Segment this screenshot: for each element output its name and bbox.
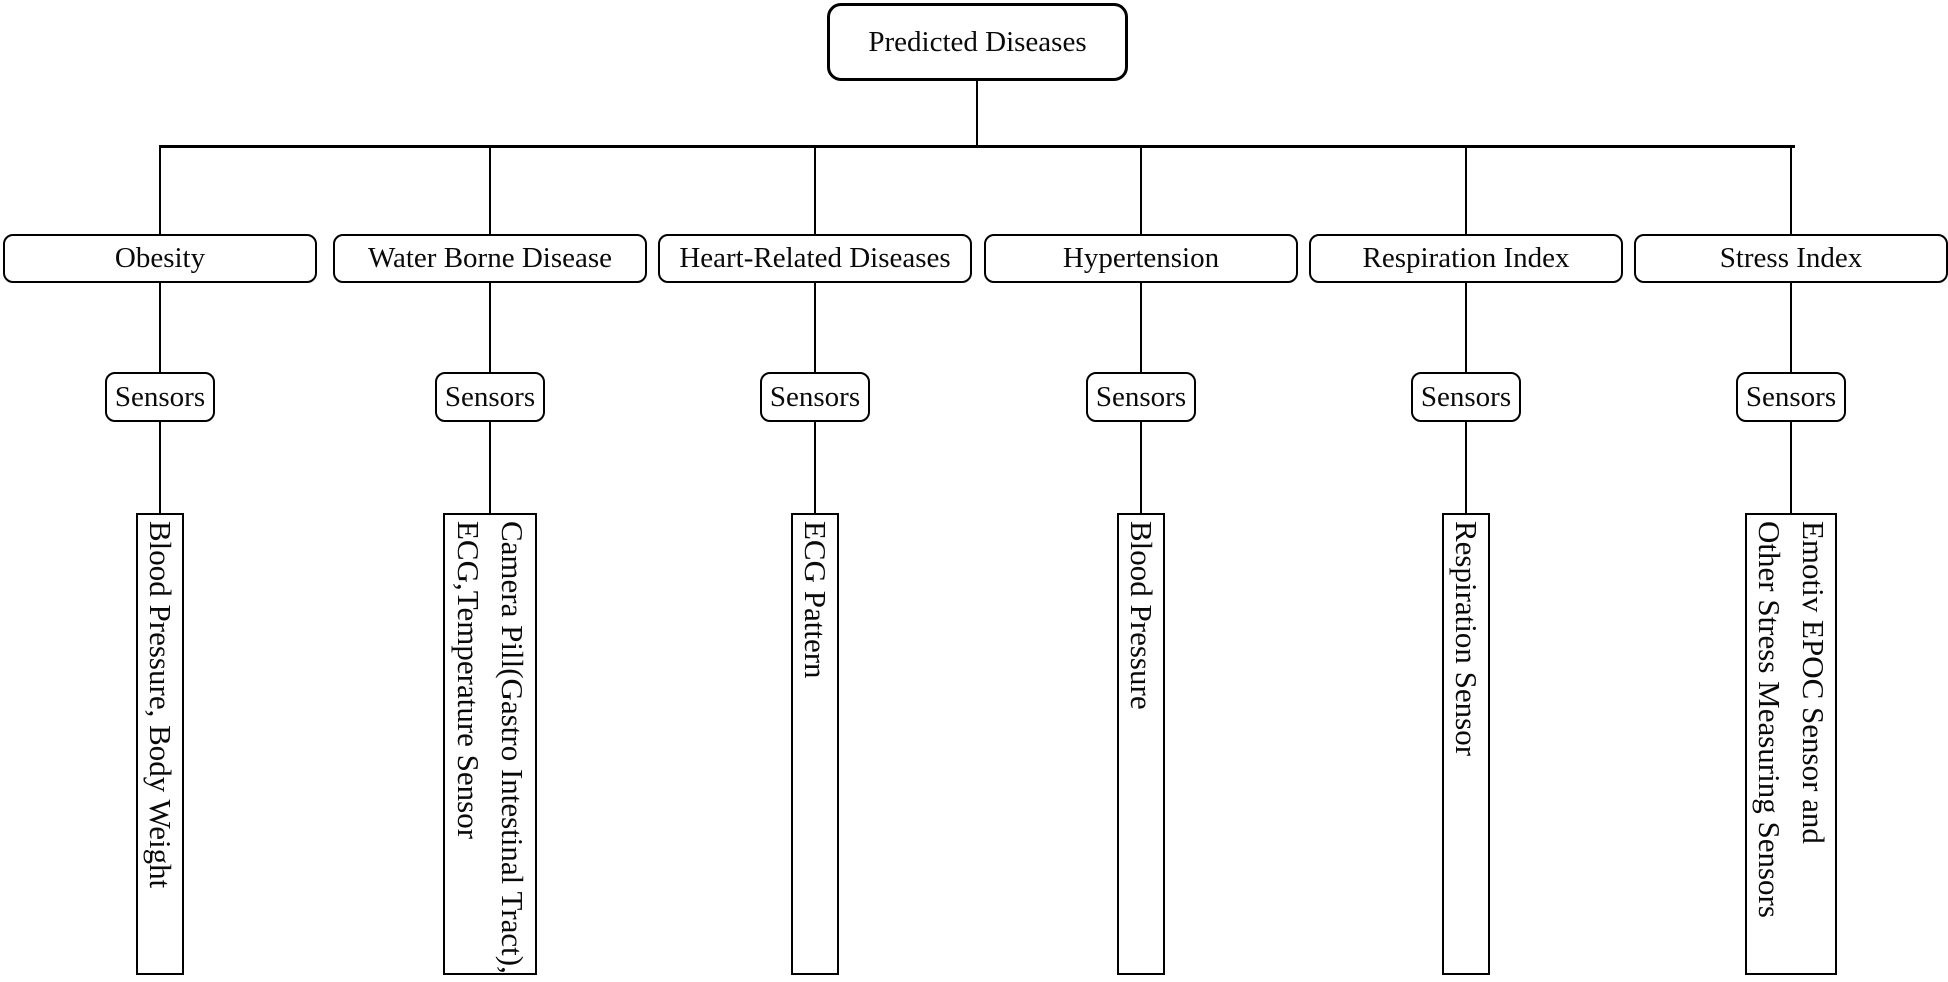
disease-node: Hypertension	[984, 234, 1298, 283]
connector-sensors-to-detail	[1790, 421, 1792, 514]
connector-sensors-to-detail	[159, 421, 161, 514]
connector-bus-to-disease	[1465, 145, 1467, 235]
sensors-label: Sensors	[1745, 380, 1837, 413]
sensor-detail-node: Camera Pill(Gastro Intestinal Tract), EC…	[443, 513, 537, 975]
sensors-node: Sensors	[1411, 372, 1521, 422]
disease-label: Heart-Related Diseases	[679, 242, 951, 274]
connector-bus-to-disease	[1140, 145, 1142, 235]
sensor-detail-node: Blood Pressure, Body Weight	[136, 513, 184, 975]
sensors-node: Sensors	[1086, 372, 1196, 422]
connector-disease-to-sensors	[1790, 282, 1792, 373]
sensor-detail-label: Blood Pressure	[1124, 521, 1159, 710]
connector-disease-to-sensors	[1140, 282, 1142, 373]
sensors-label: Sensors	[769, 380, 861, 413]
sensors-node: Sensors	[1736, 372, 1846, 422]
connector-bus-to-disease	[814, 145, 816, 235]
horizontal-bus-connector	[159, 145, 1795, 148]
sensor-detail-node: Respiration Sensor	[1442, 513, 1490, 975]
disease-label: Water Borne Disease	[367, 242, 613, 274]
disease-label: Obesity	[114, 242, 206, 274]
sensor-detail-label: Camera Pill(Gastro Intestinal Tract), EC…	[451, 521, 530, 974]
sensor-detail-node: Blood Pressure	[1117, 513, 1165, 975]
connector-sensors-to-detail	[814, 421, 816, 514]
disease-label: Stress Index	[1719, 242, 1863, 274]
sensor-detail-node: Emotiv EPOC Sensor and Other Stress Meas…	[1745, 513, 1837, 975]
disease-label: Respiration Index	[1362, 242, 1570, 274]
connector-sensors-to-detail	[1140, 421, 1142, 514]
sensor-detail-label: Blood Pressure, Body Weight	[143, 521, 178, 889]
disease-label: Hypertension	[1062, 242, 1220, 274]
sensors-node: Sensors	[105, 372, 215, 422]
disease-node: Respiration Index	[1309, 234, 1623, 283]
connector-disease-to-sensors	[814, 282, 816, 373]
connector-sensors-to-detail	[489, 421, 491, 514]
sensor-detail-label: Respiration Sensor	[1449, 521, 1484, 757]
connector-bus-to-disease	[1790, 145, 1792, 235]
disease-node: Heart-Related Diseases	[658, 234, 972, 283]
root-stem-connector	[976, 81, 978, 146]
connector-bus-to-disease	[489, 145, 491, 235]
root-node-predicted-diseases: Predicted Diseases	[827, 3, 1128, 81]
sensors-node: Sensors	[760, 372, 870, 422]
disease-node: Obesity	[3, 234, 317, 283]
sensor-detail-node: ECG Pattern	[791, 513, 839, 975]
connector-disease-to-sensors	[489, 282, 491, 373]
connector-disease-to-sensors	[159, 282, 161, 373]
sensors-label: Sensors	[1095, 380, 1187, 413]
root-node-label: Predicted Diseases	[868, 25, 1087, 58]
disease-node: Water Borne Disease	[333, 234, 647, 283]
sensors-label: Sensors	[114, 380, 206, 413]
sensors-node: Sensors	[435, 372, 545, 422]
connector-sensors-to-detail	[1465, 421, 1467, 514]
connector-disease-to-sensors	[1465, 282, 1467, 373]
connector-bus-to-disease	[159, 145, 161, 235]
sensor-detail-label: Emotiv EPOC Sensor and Other Stress Meas…	[1752, 521, 1831, 918]
sensors-label: Sensors	[1420, 380, 1512, 413]
disease-node: Stress Index	[1634, 234, 1948, 283]
sensors-label: Sensors	[444, 380, 536, 413]
sensor-detail-label: ECG Pattern	[798, 521, 833, 679]
